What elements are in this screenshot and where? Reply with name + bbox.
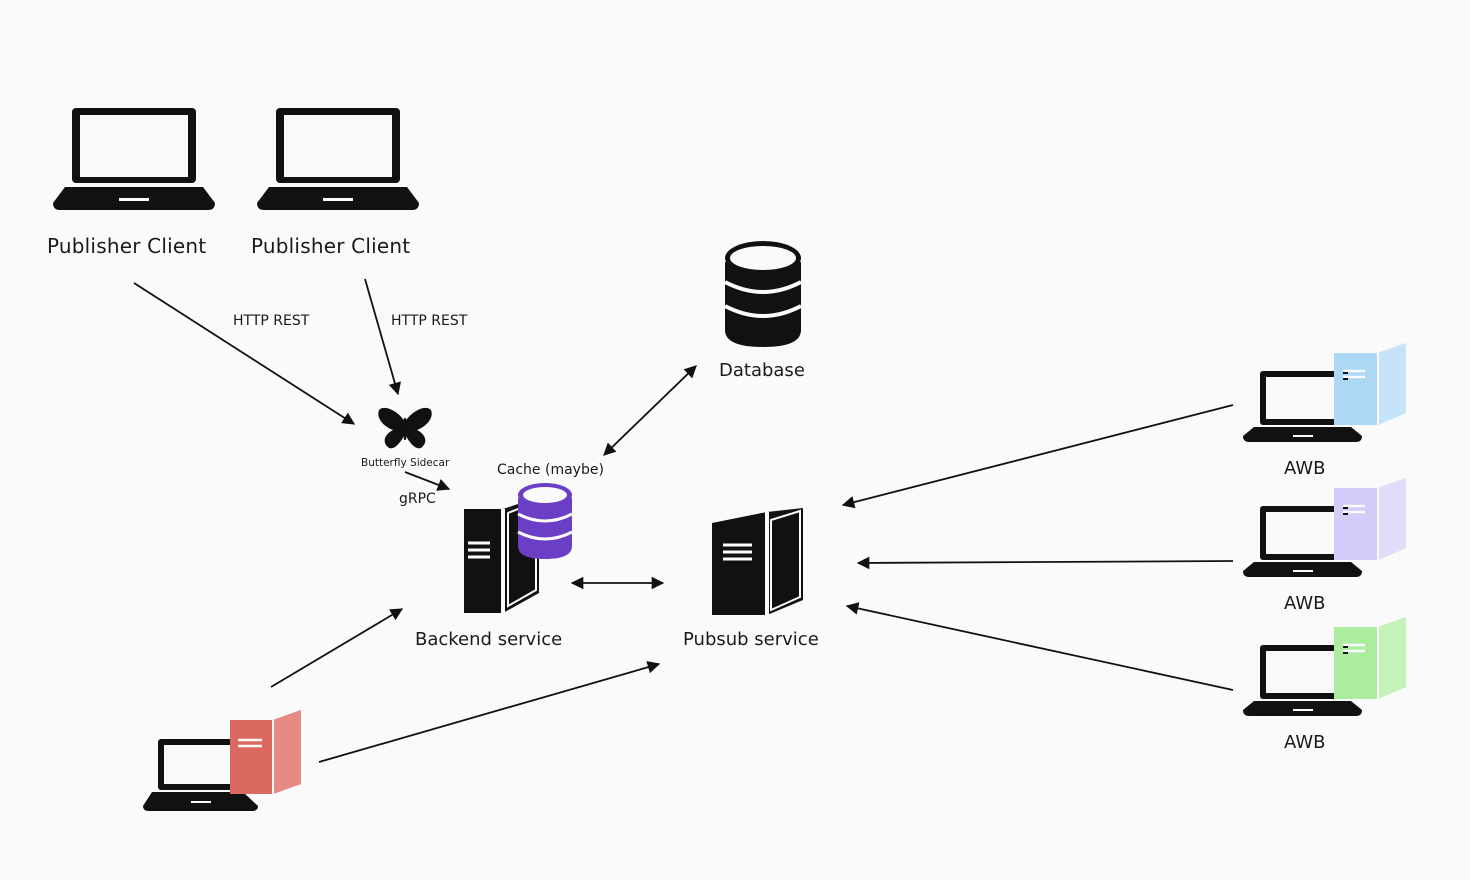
database-icon: [724, 241, 802, 347]
laptop-server-icon: [143, 710, 301, 811]
publisher-client-label: Publisher Client: [251, 234, 411, 258]
arrow-awb3-to-pubsub: [845, 602, 1234, 691]
awb-label: AWB: [1284, 732, 1326, 753]
grpc-label: gRPC: [399, 491, 436, 507]
pubsub-service-label: Pubsub service: [683, 629, 819, 650]
arrow-database-cache: [603, 365, 697, 456]
butterfly-icon: [378, 407, 432, 449]
laptop-server-icon: [1243, 617, 1406, 716]
database-label: Database: [719, 360, 805, 381]
http-rest-label: HTTP REST: [233, 313, 310, 329]
cache-database-icon: [517, 483, 573, 559]
arrow-publisher2-to-sidecar: [364, 278, 401, 396]
awb-label: AWB: [1284, 593, 1326, 614]
cache-label: Cache (maybe): [497, 462, 604, 478]
laptop-icon: [53, 108, 215, 210]
http-rest-label: HTTP REST: [391, 313, 468, 329]
server-icon: [712, 508, 803, 615]
publisher-client-label: Publisher Client: [47, 234, 207, 258]
butterfly-sidecar-label: Butterfly Sidecar: [361, 457, 450, 469]
arrow-bottom-to-pubsub: [318, 661, 661, 763]
arrow-sidecar-to-backend: [404, 471, 451, 491]
arrow-bottom-to-backend: [270, 608, 404, 688]
backend-service-label: Backend service: [415, 629, 563, 650]
laptop-server-icon: [1243, 343, 1406, 442]
laptop-server-icon: [1243, 478, 1406, 577]
arrow-awb2-to-pubsub: [856, 556, 1234, 570]
awb-label: AWB: [1284, 458, 1326, 479]
laptop-icon: [257, 108, 419, 210]
connection-arrows: [133, 278, 1234, 763]
arrow-publisher1-to-sidecar: [133, 282, 356, 425]
arrow-awb1-to-pubsub: [841, 404, 1234, 509]
